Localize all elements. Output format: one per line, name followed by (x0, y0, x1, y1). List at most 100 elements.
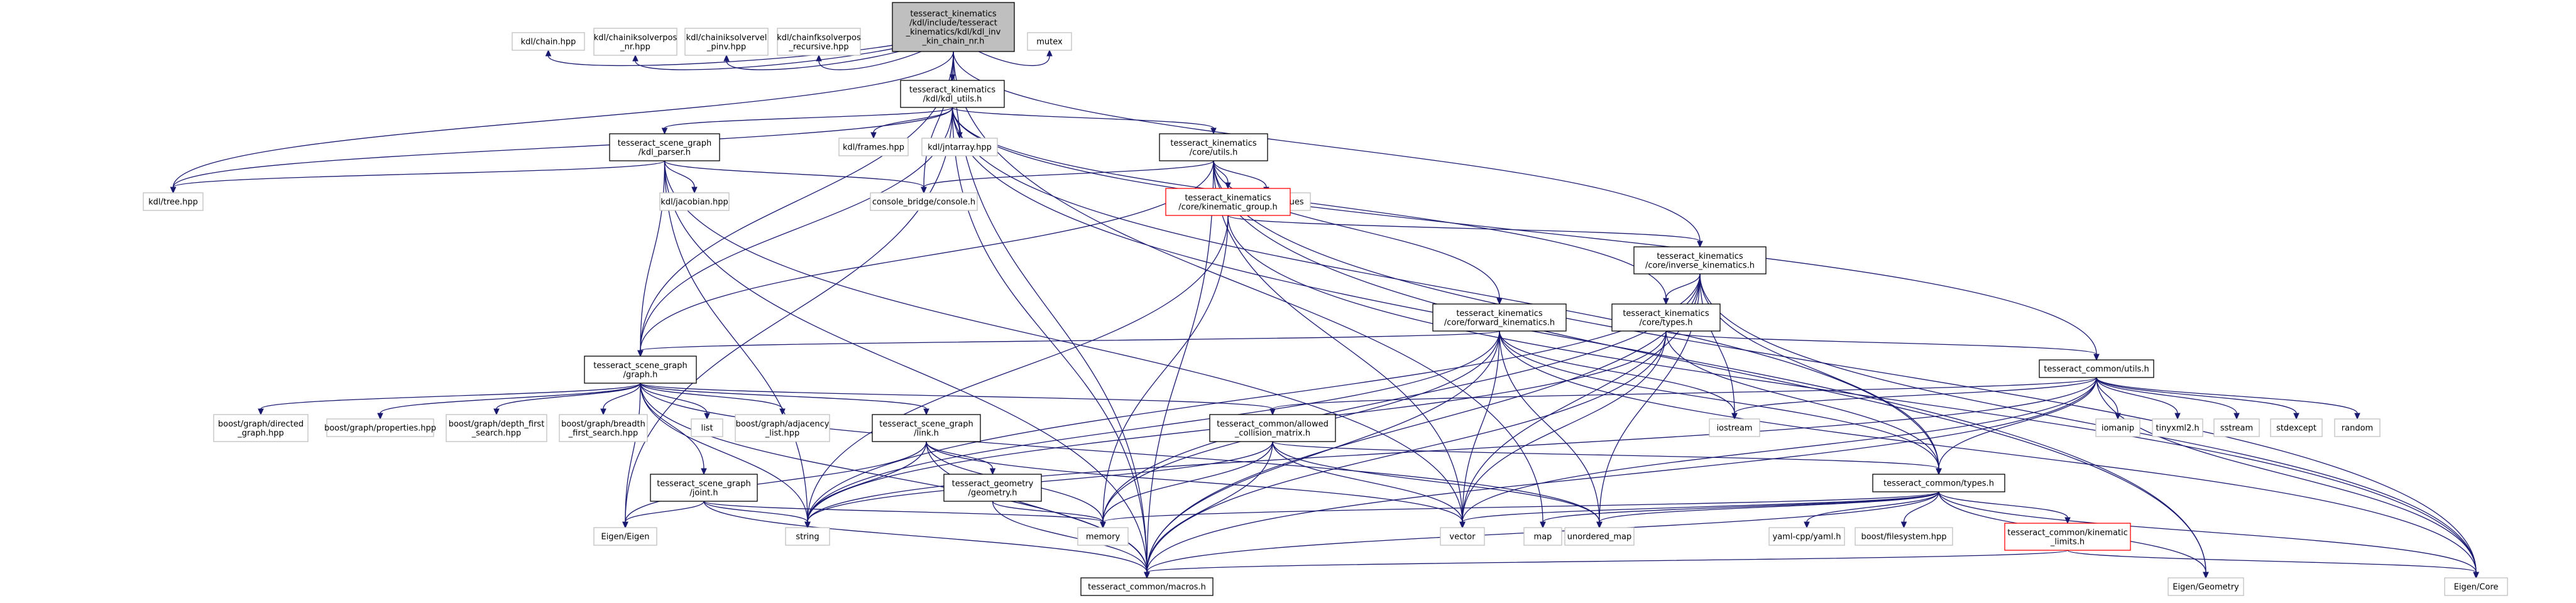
edge-graph-to-list (640, 383, 710, 420)
node-bg-directed: boost/graph/directed_graph.hpp (213, 414, 309, 442)
node-label: sstream (2220, 424, 2253, 433)
edge-allowed_collision-to-common_types (1272, 441, 1942, 475)
node-kdl-utils[interactable]: tesseract_kinematics/kdl/kdl_utils.h (900, 80, 1005, 108)
node-label: Eigen/Core (2454, 583, 2499, 592)
edge-kdl_utils-to-macros (951, 107, 1150, 579)
edge-kdl_utils-to-core_utils (951, 107, 1217, 135)
node-label: tesseract_kinematics (1456, 309, 1543, 318)
node-console-bridge: console_bridge/console.h (870, 192, 978, 211)
node-eigen-geometry: Eigen/Geometry (2168, 577, 2244, 596)
node-label: tesseract_scene_graph (657, 479, 750, 489)
node-label: _kin_chain_nr.h (922, 36, 985, 46)
edge-common_utils-to-random (2096, 377, 2360, 420)
node-iomanip: iomanip (2095, 418, 2140, 437)
node-label: list (701, 424, 713, 433)
node-label: tesseract_common/macros.h (1088, 583, 1206, 592)
edge-forward_kinematics-to-common_types (1499, 330, 1942, 475)
node-label: tesseract_common/utils.h (2044, 365, 2149, 374)
node-common-types[interactable]: tesseract_common/types.h (1872, 474, 2005, 492)
node-allowed-collision[interactable]: tesseract_common/allowed_collision_matri… (1209, 414, 1336, 442)
edge-kinematic_limits-to-macros (1144, 550, 2068, 579)
node-kdl-jntarray: kdl/jntarray.hpp (921, 138, 998, 156)
node-kinematic-limits[interactable]: tesseract_common/kinematic_limits.h (2004, 523, 2131, 551)
node-label: /link.h (914, 428, 939, 438)
node-label: _collision_matrix.h (1234, 428, 1310, 438)
node-label: tesseract_kinematics (910, 9, 997, 19)
edge-kinematic_group-to-inverse_kinematics (1227, 215, 1703, 248)
node-label: random (2342, 424, 2373, 433)
node-label: boost/graph/depth_first (449, 420, 545, 429)
node-label: tesseract_scene_graph (879, 420, 973, 429)
node-eigen-core: Eigen/Core (2444, 577, 2508, 596)
edge-kdl_parser-to-graph (637, 160, 666, 357)
node-label: tesseract_common/kinematic (2007, 528, 2128, 538)
node-memory: memory (1077, 527, 1129, 546)
node-label: boost/graph/adjacency (736, 420, 830, 429)
node-label: memory (1086, 533, 1121, 542)
node-label: tesseract_kinematics (909, 85, 996, 95)
edge-link-to-geometry (926, 441, 996, 475)
node-label: tesseract_geometry (952, 479, 1034, 489)
edge-graph-to-allowed_collision (640, 383, 1276, 416)
node-forward-kinematics[interactable]: tesseract_kinematics/core/forward_kinema… (1432, 303, 1567, 332)
node-label: /kdl_parser.h (639, 148, 691, 157)
node-map: map (1523, 527, 1562, 546)
edge-common_utils-to-stdexcept (2096, 377, 2299, 420)
node-link[interactable]: tesseract_scene_graph/link.h (872, 414, 981, 442)
node-kdl-chain: kdl/chain.hpp (512, 32, 585, 51)
node-kdl-fksolverpos-rec: kdl/chainfksolverpos_recursive.hpp (777, 28, 861, 56)
node-geometry[interactable]: tesseract_geometry/geometry.h (943, 474, 1042, 502)
edge-common_utils-to-tinyxml2 (2096, 377, 2181, 420)
node-label: _list.hpp (765, 428, 799, 438)
node-list: list (691, 418, 723, 437)
node-label: string (796, 533, 819, 542)
node-iostream: iostream (1709, 418, 1760, 437)
node-core-types[interactable]: tesseract_kinematics/core/types.h (1611, 303, 1721, 332)
node-label: _search.hpp (471, 428, 522, 438)
edge-graph-to-bg_bfs (600, 383, 641, 416)
node-label: _pinv.hpp (706, 42, 746, 52)
node-eigen-eigen: Eigen/Eigen (593, 527, 657, 546)
edge-graph-to-string (640, 383, 811, 529)
node-unordered-map: unordered_map (1564, 527, 1635, 546)
node-kinematic-group[interactable]: tesseract_kinematics/core/kinematic_grou… (1165, 188, 1291, 216)
edge-kdl_utils-to-kdl_tree (170, 107, 953, 194)
node-label: Eigen/Geometry (2173, 583, 2239, 592)
node-label: /kdl/include/tesseract (909, 18, 997, 28)
edge-kinematic_limits-to-eigen_core (2067, 550, 2479, 579)
node-inverse-kinematics[interactable]: tesseract_kinematics/core/inverse_kinema… (1633, 246, 1767, 274)
node-label: tesseract_kinematics (1623, 309, 1709, 318)
node-label: tesseract_kinematics (1170, 139, 1257, 148)
edge-graph-to-bg_adjacency (640, 383, 786, 416)
node-label: _limits.h (2050, 537, 2085, 546)
edge-common_types-to-map (1540, 491, 1939, 529)
node-common-utils[interactable]: tesseract_common/utils.h (2039, 359, 2154, 378)
node-joint[interactable]: tesseract_scene_graph/joint.h (650, 474, 758, 502)
node-bg-properties: boost/graph/properties.hpp (324, 418, 436, 437)
node-label: boost/graph/breadth (561, 420, 645, 429)
node-kdl-jacobian: kdl/jacobian.hpp (659, 192, 730, 211)
node-root[interactable]: tesseract_kinematics/kdl/include/tessera… (892, 2, 1015, 52)
node-label: tesseract_kinematics (1185, 193, 1271, 203)
node-mutex: mutex (1027, 32, 1072, 51)
node-kdl-frames: kdl/frames.hpp (838, 138, 909, 156)
node-stdexcept: stdexcept (2270, 418, 2323, 437)
node-kdl-parser[interactable]: tesseract_scene_graph/kdl_parser.h (609, 133, 720, 161)
node-macros[interactable]: tesseract_common/macros.h (1080, 577, 1214, 596)
node-label: _kinematics/kdl/kdl_inv (906, 28, 1001, 37)
edge-forward_kinematics-to-graph (637, 330, 1500, 357)
node-label: kdl/tree.hpp (148, 198, 198, 207)
node-label: yaml-cpp/yaml.h (1773, 533, 1841, 542)
node-label: kdl/chainfksolverpos (777, 33, 861, 43)
node-label: kdl/jntarray.hpp (928, 143, 992, 153)
edge-allowed_collision-to-unordered_map (1272, 441, 1603, 529)
node-core-utils[interactable]: tesseract_kinematics/core/utils.h (1159, 133, 1268, 161)
node-label: iomanip (2102, 424, 2134, 433)
edge-layer (170, 26, 2479, 579)
node-graph[interactable]: tesseract_scene_graph/graph.h (584, 356, 697, 384)
node-label: /graph.h (623, 370, 658, 379)
node-bg-bfs: boost/graph/breadth_first_search.hpp (559, 414, 648, 442)
edge-graph-to-bg_dfs (493, 383, 641, 416)
edge-common_types-to-memory (1100, 491, 1939, 529)
edge-core_utils-to-forward_kinematics (1213, 160, 1503, 305)
